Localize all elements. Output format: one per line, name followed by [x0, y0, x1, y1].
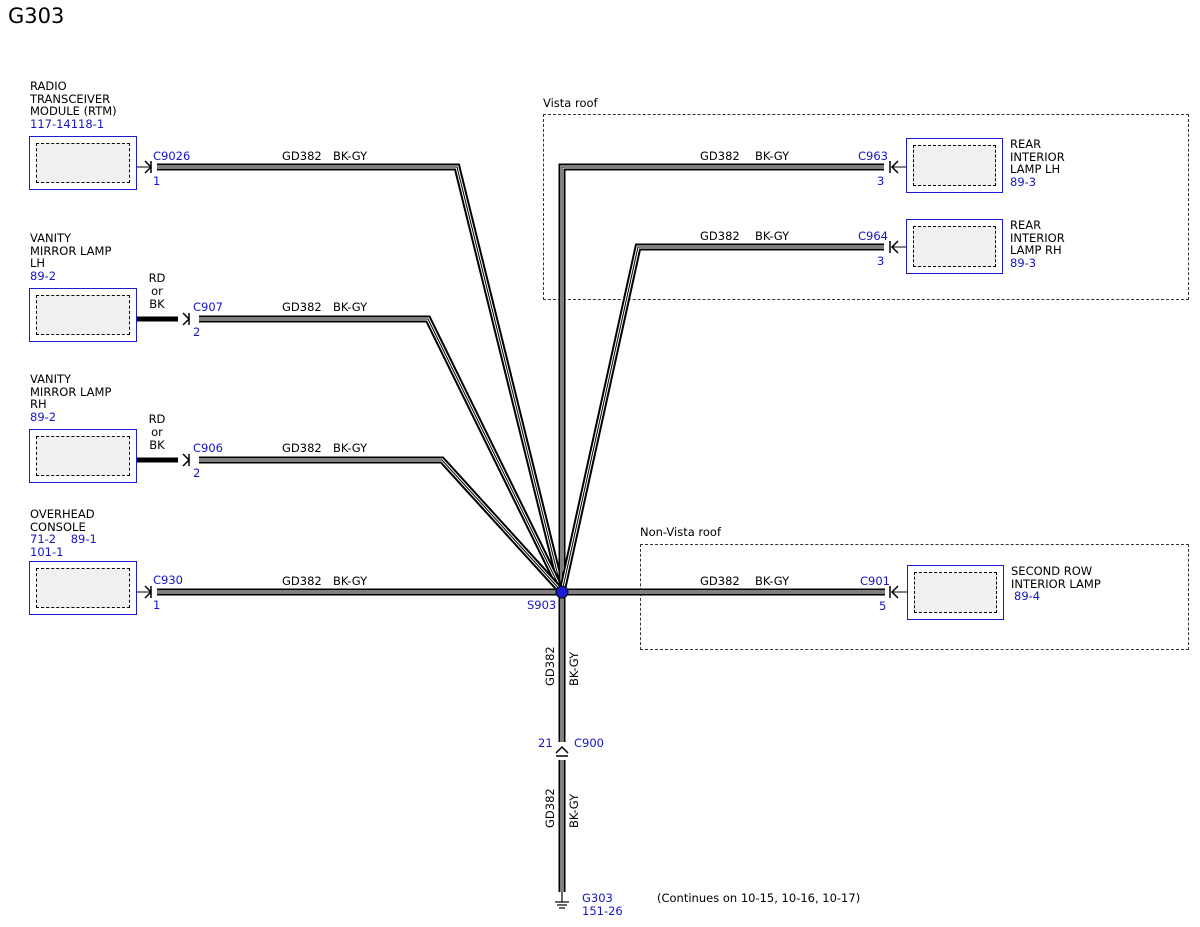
connector-symbols: [144, 160, 899, 757]
overhead-refs-2[interactable]: 101-1: [30, 544, 64, 559]
c964-pin: 3: [877, 254, 885, 268]
c964-connector-label: C964: [858, 229, 888, 243]
wire-label-rtm-circuit: GD382: [282, 149, 322, 163]
wire-label-rrh-color: BK-GY: [755, 229, 790, 243]
wire-vanity-lh: [199, 315, 566, 594]
wire-label-rlh-circuit: GD382: [700, 149, 740, 163]
rear-lh-label: REAR INTERIOR LAMP LH 89-3: [1010, 137, 1065, 189]
overhead-console-label: OVERHEAD CONSOLE 71-2 89-1 101-1: [30, 507, 97, 559]
wire-rear-rh: [558, 243, 884, 593]
c907-connector-label: C907: [193, 300, 223, 314]
vanity-lh-label: VANITY MIRROR LAMP LH 89-2: [30, 231, 112, 283]
overhead-console-component: [29, 561, 137, 615]
c906-connector-label: C906: [193, 441, 223, 455]
c9026-connector-label: C9026: [153, 149, 191, 163]
ground-symbol: [555, 892, 569, 909]
c930-connector-label: C930: [153, 573, 183, 587]
c901-pin: 5: [879, 599, 887, 613]
wire-label-down2-circuit: GD382: [543, 788, 557, 828]
wire-label-down2-color: BK-GY: [567, 793, 581, 828]
vanity-lh-refs[interactable]: 89-2: [30, 268, 57, 283]
wire-label-sr-circuit: GD382: [700, 574, 740, 588]
page-title: G303: [8, 4, 65, 28]
vanity-rh-alt-color: RD or BK: [148, 412, 166, 452]
non-vista-roof-region: [640, 544, 1189, 650]
rear-rh-label: REAR INTERIOR LAMP RH 89-3: [1010, 218, 1065, 270]
wire-label-vrh-color: BK-GY: [333, 441, 368, 455]
rtm-component: [29, 136, 137, 190]
second-row-label: SECOND ROW INTERIOR LAMP 89-4: [1011, 564, 1101, 603]
wire-label-oh-color: BK-GY: [333, 574, 368, 588]
wire-label-rtm-color: BK-GY: [333, 149, 368, 163]
wire-label-vlh-circuit: GD382: [282, 300, 322, 314]
rear-lh-refs[interactable]: 89-3: [1010, 174, 1037, 189]
second-row-component: [907, 565, 1004, 620]
overhead-refs-1[interactable]: 71-2 89-1: [30, 532, 97, 546]
wire-label-vlh-color: BK-GY: [333, 300, 368, 314]
wire-label-oh-circuit: GD382: [282, 574, 322, 588]
rtm-label: RADIO TRANSCEIVER MODULE (RTM) 117-14118…: [30, 79, 117, 131]
c907-pin: 2: [193, 325, 201, 339]
vanity-rh-component: [29, 429, 137, 483]
splice-label: S903: [527, 598, 557, 612]
splice-dot: [555, 585, 569, 599]
wire-rear-lh: [558, 163, 884, 592]
vanity-lh-component: [29, 288, 137, 342]
rear-rh-component: [906, 219, 1003, 274]
continues-note: (Continues on 10-15, 10-16, 10-17): [657, 891, 861, 905]
vanity-rh-label: VANITY MIRROR LAMP RH 89-2: [30, 372, 112, 424]
wire-label-down1-circuit: GD382: [543, 646, 557, 686]
wire-label-vrh-circuit: GD382: [282, 441, 322, 455]
second-row-refs[interactable]: 89-4: [1014, 589, 1041, 603]
rear-lh-component: [906, 138, 1003, 193]
ground-ref[interactable]: 151-26: [582, 904, 623, 918]
c900-pin: 21: [538, 736, 553, 750]
c9026-pin: 1: [153, 174, 161, 188]
c906-pin: 2: [193, 466, 201, 480]
rear-rh-refs[interactable]: 89-3: [1010, 255, 1037, 270]
ground-name: G303: [582, 891, 613, 905]
vanity-rh-refs[interactable]: 89-2: [30, 409, 57, 424]
vista-roof-label: Vista roof: [543, 96, 598, 110]
vista-roof-region: [543, 114, 1189, 300]
non-vista-roof-label: Non-Vista roof: [640, 525, 722, 539]
rtm-refs[interactable]: 117-14118-1: [30, 116, 105, 131]
wire-label-sr-color: BK-GY: [755, 574, 790, 588]
wire-vanity-rh: [199, 456, 565, 595]
c963-pin: 3: [877, 174, 885, 188]
c900-connector-label: C900: [574, 736, 604, 750]
c901-connector-label: C901: [860, 574, 890, 588]
wire-label-rlh-color: BK-GY: [755, 149, 790, 163]
wire-label-down1-color: BK-GY: [567, 651, 581, 686]
vanity-lh-alt-color: RD or BK: [148, 271, 166, 311]
c963-connector-label: C963: [858, 149, 888, 163]
c930-pin: 1: [153, 598, 161, 612]
wire-label-rrh-circuit: GD382: [700, 229, 740, 243]
wire-rtm: [157, 163, 566, 593]
